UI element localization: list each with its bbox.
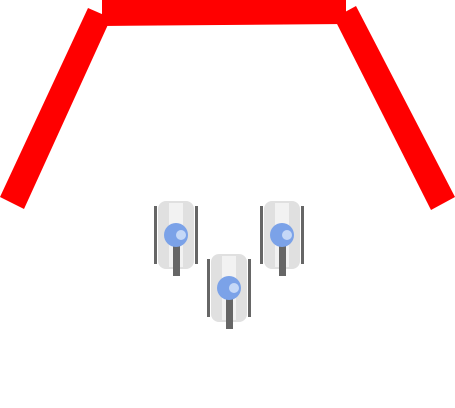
tank-turret-highlight — [229, 283, 239, 293]
tank-barrel — [279, 235, 286, 276]
wall-top-segment — [102, 0, 346, 26]
tank-barrel — [173, 235, 180, 276]
tank-tread-left — [154, 206, 157, 264]
red-wall-barrier — [0, 0, 455, 210]
tank-unit-left[interactable] — [154, 201, 198, 276]
tank-unit-center[interactable] — [207, 254, 251, 329]
wall-right-segment — [334, 6, 455, 210]
tank-tread-left — [207, 259, 210, 317]
tank-unit-right[interactable] — [260, 201, 304, 276]
tank-turret-highlight — [282, 230, 292, 240]
tank-tread-left — [260, 206, 263, 264]
wall-left-segment — [0, 8, 111, 209]
tank-tread-right — [195, 206, 198, 264]
tank-barrel — [226, 288, 233, 329]
tank-turret-highlight — [176, 230, 186, 240]
tank-tread-right — [248, 259, 251, 317]
tank-tread-right — [301, 206, 304, 264]
